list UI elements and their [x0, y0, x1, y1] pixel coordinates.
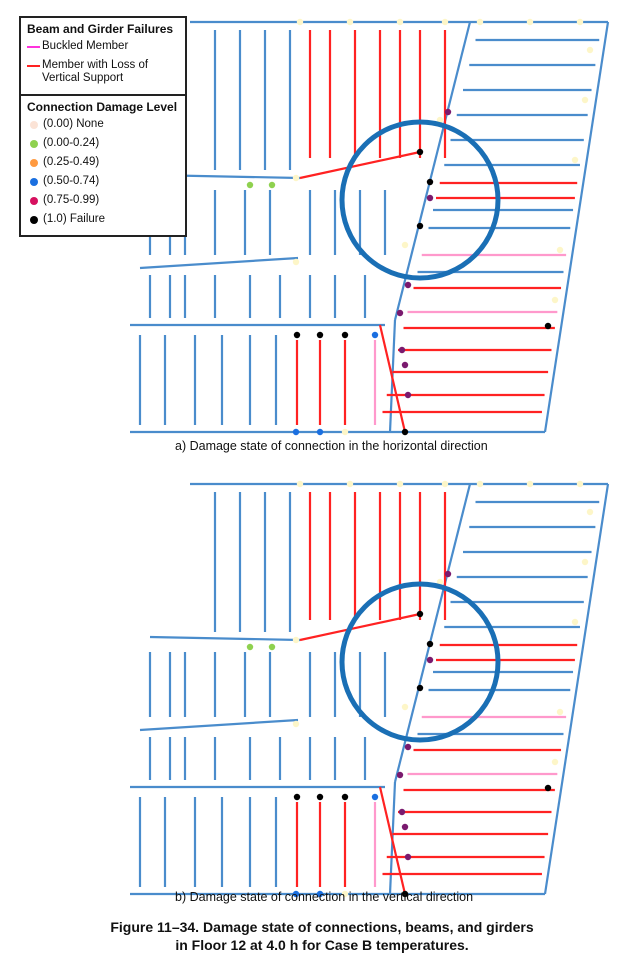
legend-damage-title: Connection Damage Level [27, 100, 178, 114]
legend-label: (0.75-0.99) [43, 194, 100, 206]
legend-item-low: (0.00-0.24) [27, 137, 179, 150]
legend-label: (0.25-0.49) [43, 156, 100, 168]
legend-damage: Connection Damage Level (0.00) None (0.0… [21, 94, 185, 235]
legend-item-moderate: (0.25-0.49) [27, 156, 179, 169]
figure-caption-line1: Figure 11–34. Damage state of connection… [110, 919, 534, 935]
floor-plan-horizontal [130, 19, 608, 435]
dot-swatch [30, 159, 38, 167]
legend-item-buckled: Buckled Member [27, 40, 179, 53]
loss-line-swatch [27, 65, 40, 67]
caption-b: b) Damage state of connection in the ver… [175, 890, 474, 904]
legend-item-none: (0.00) None [27, 118, 179, 131]
legend: Beam and Girder Failures Buckled Member … [19, 16, 187, 237]
legend-label: Member with Loss of Vertical Support [42, 59, 149, 84]
dot-swatch [30, 140, 38, 148]
legend-item-loss-support: Member with Loss of Vertical Support [27, 59, 179, 85]
floor-plan-vertical [130, 481, 608, 897]
dot-swatch [30, 121, 38, 129]
dot-swatch [30, 178, 38, 186]
legend-label: (0.50-0.74) [43, 175, 100, 187]
dot-swatch [30, 197, 38, 205]
buckled-line-swatch [27, 46, 40, 48]
dot-swatch [30, 216, 38, 224]
legend-item-severe: (0.75-0.99) [27, 194, 179, 207]
legend-label: Buckled Member [42, 40, 129, 52]
figure-caption-line2: in Floor 12 at 4.0 h for Case B temperat… [175, 937, 469, 953]
caption-a: a) Damage state of connection in the hor… [175, 439, 488, 453]
legend-item-failure: (1.0) Failure [27, 213, 179, 226]
legend-label: (0.00) None [43, 118, 104, 130]
legend-label: (0.00-0.24) [43, 137, 100, 149]
legend-item-high: (0.50-0.74) [27, 175, 179, 188]
legend-failures: Beam and Girder Failures Buckled Member … [21, 18, 185, 94]
figure-caption: Figure 11–34. Damage state of connection… [0, 918, 644, 954]
legend-failures-title: Beam and Girder Failures [27, 22, 174, 36]
legend-label: (1.0) Failure [43, 213, 105, 225]
